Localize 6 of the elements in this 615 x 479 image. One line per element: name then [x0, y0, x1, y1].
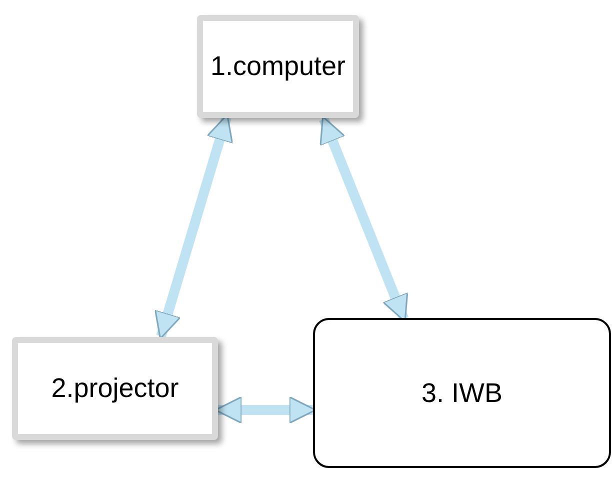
box-label: 3. IWB: [421, 376, 502, 410]
label-box: [313, 318, 611, 468]
box-label: 2.projector: [51, 372, 179, 406]
label-box: [197, 15, 359, 118]
label-box: [12, 337, 218, 440]
box-label: 1.computer: [210, 50, 346, 84]
